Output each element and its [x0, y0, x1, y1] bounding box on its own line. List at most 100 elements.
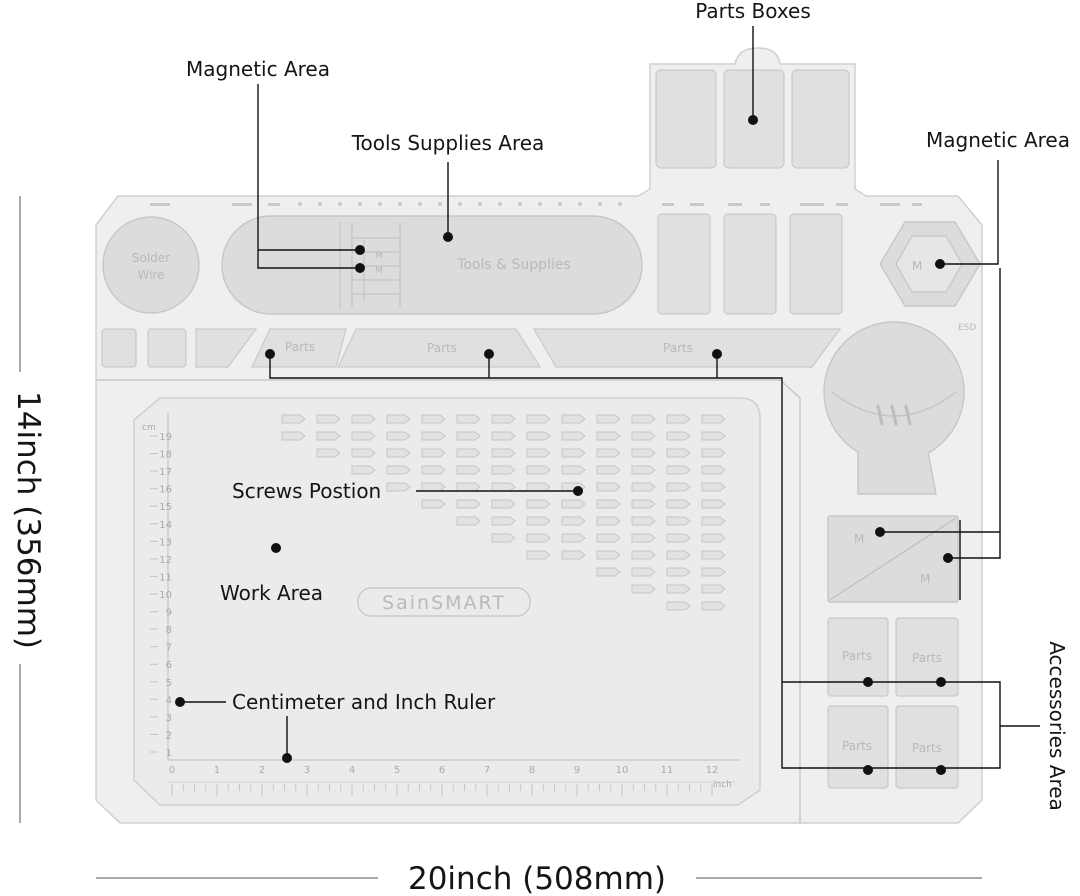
screw-slot — [701, 448, 726, 458]
screw-slot — [351, 431, 376, 441]
cm-unit-label: cm — [142, 423, 156, 433]
esd-mark: ESD — [958, 323, 976, 333]
screw-slot — [421, 448, 446, 458]
screw-slot — [421, 465, 446, 475]
screw-slot — [666, 414, 691, 424]
screw-slot — [316, 414, 341, 424]
screw-slot — [491, 516, 516, 526]
tall-slot-1 — [657, 213, 711, 315]
bowl-stem — [857, 451, 937, 495]
screw-slot — [701, 601, 726, 611]
screw-slot — [701, 482, 726, 492]
screw-slot — [386, 465, 411, 475]
screw-slot — [631, 448, 656, 458]
brand-frame — [357, 587, 531, 617]
silicone-mat: Solder Wire M M Tools & Supplies M ESD — [95, 47, 983, 824]
screw-slot — [526, 550, 551, 560]
screw-slot — [561, 431, 586, 441]
cm-tick-label: 7 — [166, 643, 172, 654]
screw-slot — [701, 584, 726, 594]
cm-tick-label: 2 — [166, 730, 172, 741]
screw-slot — [666, 499, 691, 509]
small-bin-2 — [147, 328, 187, 368]
screw-slot — [561, 516, 586, 526]
height-dimension-label: 14inch (356mm) — [10, 391, 46, 649]
accessory-bin-3-label: Parts — [842, 739, 872, 753]
screw-slot — [701, 550, 726, 560]
screw-slot — [631, 533, 656, 543]
screw-slot — [701, 414, 726, 424]
accessory-bin-1 — [827, 617, 889, 697]
screw-slot — [596, 550, 621, 560]
small-bin-3 — [195, 328, 258, 368]
screw-slot — [596, 533, 621, 543]
cm-tick-label: 10 — [159, 590, 172, 601]
inch-tick-label: 7 — [484, 765, 490, 776]
screw-slot — [491, 465, 516, 475]
screw-slot — [596, 567, 621, 577]
inch-tick-label: 8 — [529, 765, 535, 776]
screw-slot — [666, 431, 691, 441]
inch-tick-label: 2 — [259, 765, 265, 776]
cm-tick-label: 12 — [159, 555, 172, 566]
screw-slot — [351, 414, 376, 424]
screw-slot — [351, 448, 376, 458]
parts-tray-1 — [251, 328, 347, 368]
screw-slot — [456, 431, 481, 441]
screw-slot — [701, 499, 726, 509]
screw-slot — [526, 465, 551, 475]
screw-slot — [701, 431, 726, 441]
cm-tick-label: 18 — [159, 450, 172, 461]
screw-slot — [631, 414, 656, 424]
screw-slot — [526, 499, 551, 509]
callout-screws-position: Screws Postion — [232, 479, 381, 503]
screw-slot — [421, 482, 446, 492]
cm-tick-label: 15 — [159, 502, 172, 513]
width-dimension-label: 20inch (508mm) — [408, 861, 666, 896]
magnet-square-mark-2: M — [920, 572, 930, 586]
screw-slot — [456, 448, 481, 458]
screw-slot — [526, 516, 551, 526]
screw-slot — [386, 482, 411, 492]
cm-tick-label: 3 — [166, 713, 172, 724]
cm-tick-label: 4 — [166, 695, 172, 706]
stepped-magnet-slots — [339, 222, 401, 308]
screw-slot — [421, 431, 446, 441]
accessory-bin-4-label: Parts — [912, 741, 942, 755]
parts-label-tray-3: Parts — [663, 341, 693, 355]
inch-tick-label: 5 — [394, 765, 400, 776]
inch-tick-label: 6 — [439, 765, 445, 776]
cm-tick-label: 13 — [159, 537, 172, 548]
screw-slot — [386, 414, 411, 424]
screw-slot — [666, 465, 691, 475]
screw-slot — [491, 431, 516, 441]
screw-slot — [596, 431, 621, 441]
screw-slot — [456, 482, 481, 492]
screw-slot — [666, 516, 691, 526]
screw-slot — [701, 465, 726, 475]
magnet-mark-2: M — [375, 266, 383, 276]
parts-label-tray-1: Parts — [285, 340, 315, 354]
cm-tick-label: 1 — [166, 748, 172, 759]
inch-tick-label: 9 — [574, 765, 580, 776]
callout-accessories-area: Accessories Area — [1045, 641, 1069, 811]
inch-tick-label: 0 — [169, 765, 175, 776]
parts-label-tray-2: Parts — [427, 341, 457, 355]
cm-tick-label: 17 — [159, 467, 172, 478]
screw-slot — [666, 567, 691, 577]
inch-unit-label: inch — [713, 780, 732, 790]
screw-slot — [631, 431, 656, 441]
cm-tick-label: 8 — [166, 625, 172, 636]
cm-tick-label: 5 — [166, 678, 172, 689]
parts-box-1 — [655, 69, 717, 169]
solder-wire-well — [102, 216, 200, 314]
inch-tick-label: 1 — [214, 765, 220, 776]
accessory-bin-2 — [895, 617, 959, 697]
screw-slot — [631, 482, 656, 492]
magnet-mark-1: M — [375, 251, 383, 261]
screw-slot — [316, 431, 341, 441]
screw-slot — [491, 448, 516, 458]
screw-slot — [596, 516, 621, 526]
